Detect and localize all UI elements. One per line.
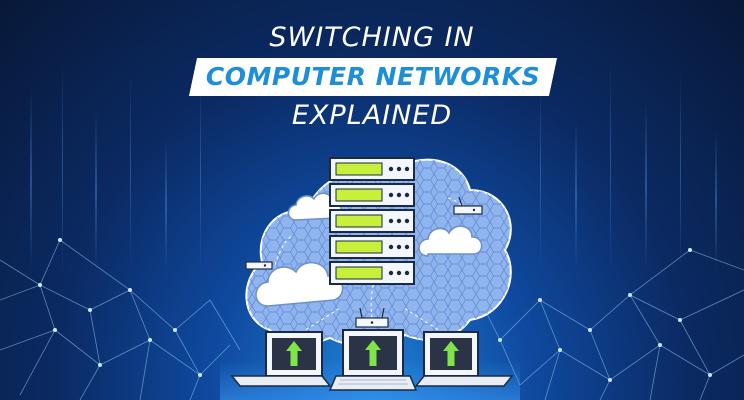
cloud-icon xyxy=(418,225,483,257)
upload-arrow-icon xyxy=(365,340,381,366)
title-line-3: EXPLAINED xyxy=(291,100,453,131)
title-line-1: SWITCHING IN xyxy=(269,22,475,53)
laptop-icon xyxy=(230,331,332,387)
mesh-nodes xyxy=(38,238,712,382)
light-streaks xyxy=(30,60,717,280)
title-line-2: COMPUTER NETWORKS xyxy=(205,62,541,91)
router-icon xyxy=(355,307,389,328)
server-rack xyxy=(329,157,415,285)
laptop-icon xyxy=(328,329,418,391)
upload-arrow-icon xyxy=(286,341,302,366)
router-icon xyxy=(453,196,483,215)
router-icon xyxy=(245,261,273,270)
upload-arrow-icon xyxy=(443,341,459,366)
laptop-icon xyxy=(414,331,514,387)
